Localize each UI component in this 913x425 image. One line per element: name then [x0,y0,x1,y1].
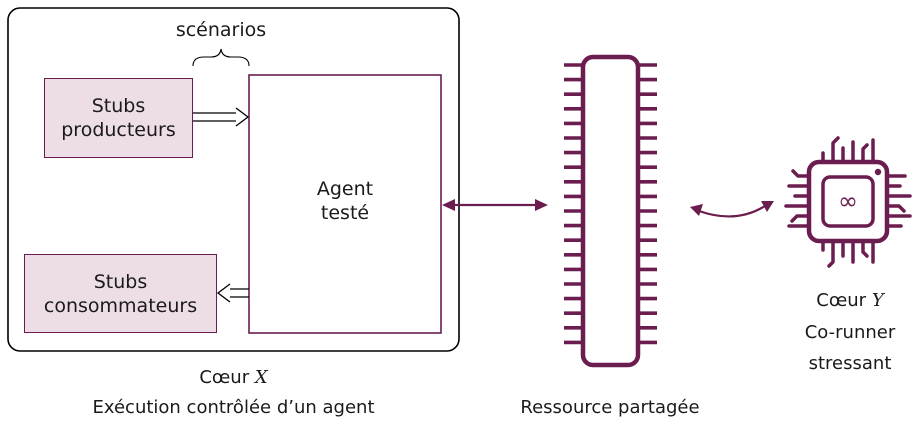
stubs-consumers-line1: Stubs [93,270,148,293]
core-x-caption-prefix: Cœur [199,367,250,388]
core-y-caption-prefix: Cœur [816,290,867,311]
agent-label-line2: testé [320,202,370,224]
cpu-symbol: ∞ [838,187,858,215]
agent-label-line1: Agent [316,178,374,200]
core-y-line2: Co-runner [804,322,896,343]
core-x-caption-line2: Exécution contrôlée d’un agent [92,397,375,418]
stubs-producers-line2: producteurs [61,119,176,141]
stubs-consumers-box: Stubs consommateurs [24,254,217,333]
core-y-line3: stressant [808,353,892,374]
agent-label: Agent testé [249,177,441,225]
scenarios-label: scénarios [175,19,267,41]
stubs-producers-line1: Stubs [91,95,146,117]
cpu-chip-icon [784,136,912,268]
agent-to-consumers-arrow [216,283,249,303]
core-y-caption-var: Y [871,290,884,311]
scenarios-brace [192,48,250,67]
memory-chip-icon [564,54,657,368]
core-x-frame [7,7,460,352]
agent-box [248,74,442,334]
stubs-producers-box: Stubs producteurs [44,78,193,158]
agent-memory-arrow [442,199,548,211]
core-x-caption-var: X [254,367,268,388]
producers-to-agent-arrow [193,107,250,127]
stubs-consumers-line2: consommateurs [43,294,198,317]
core-x-caption: Cœur X [8,366,459,390]
core-y-caption: Cœur Y [790,289,910,313]
memory-corey-arrow [690,201,774,218]
shared-resource-caption: Ressource partagée [520,397,700,418]
